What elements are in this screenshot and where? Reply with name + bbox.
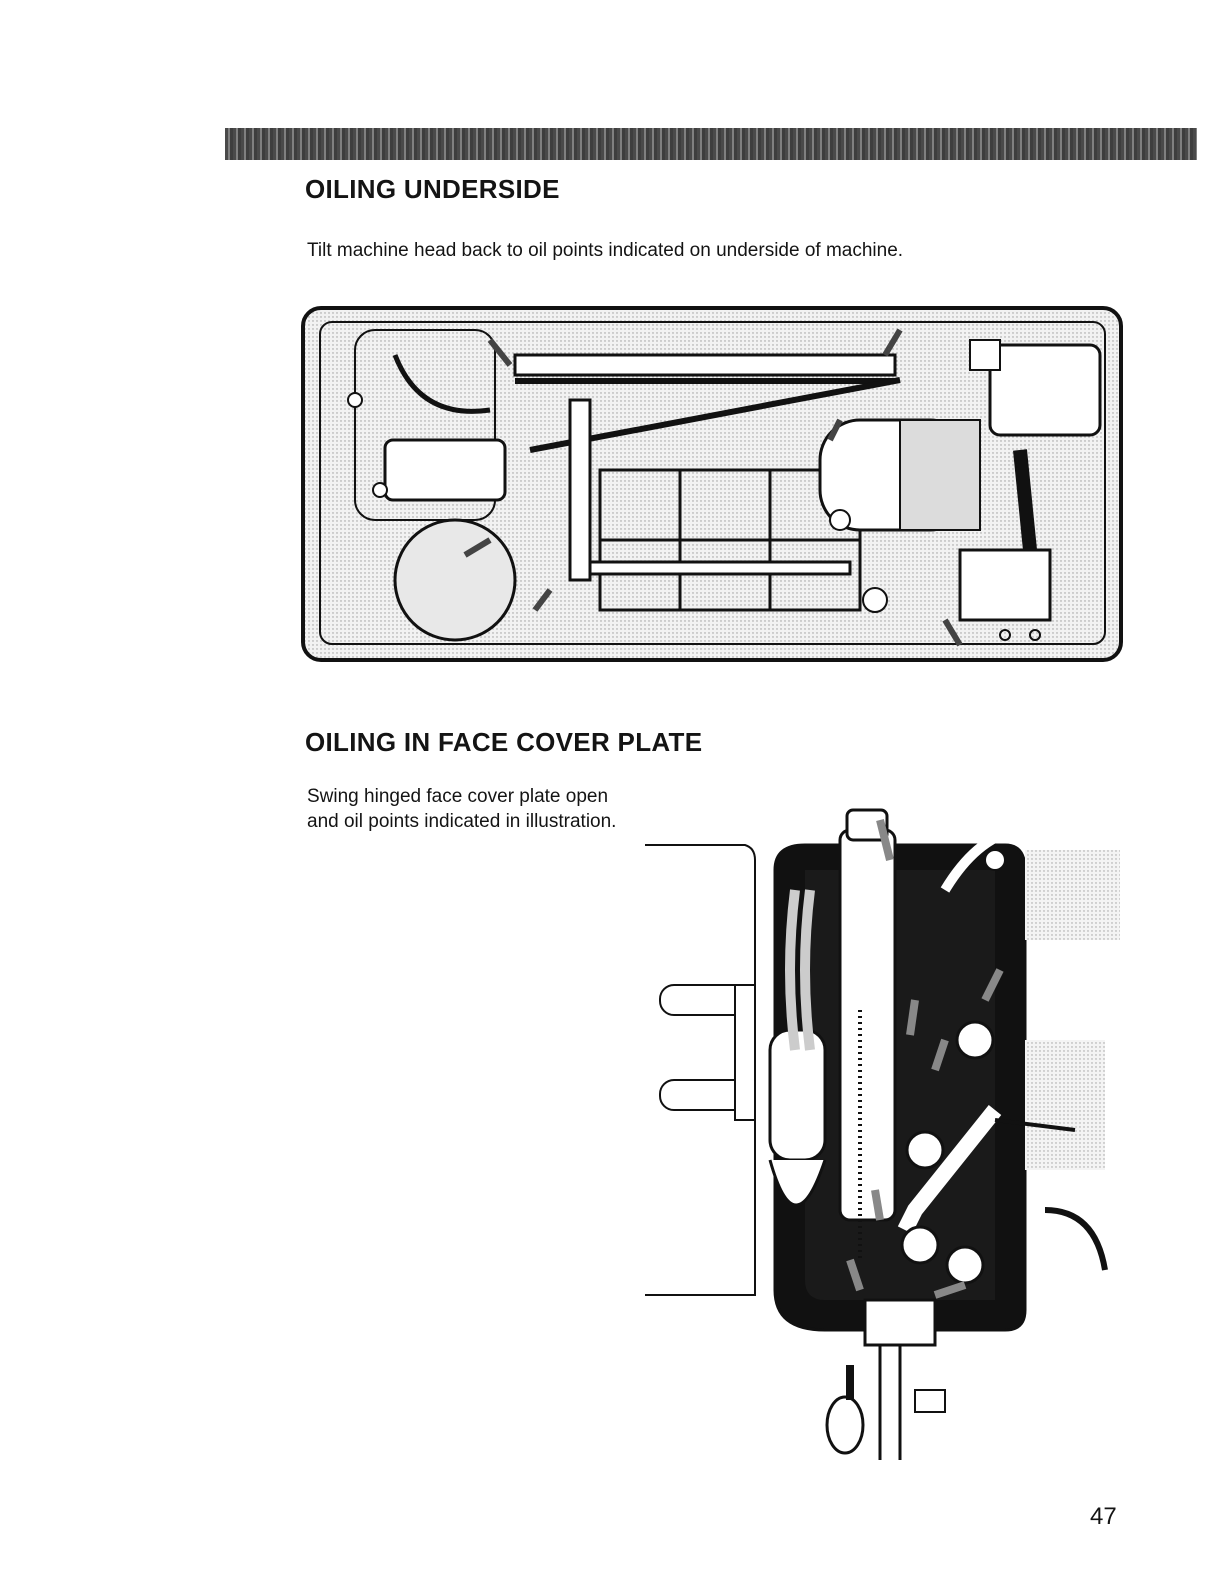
underside-illustration	[300, 300, 1125, 670]
page-number: 47	[1090, 1503, 1117, 1531]
section-text-oiling-underside: Tilt machine head back to oil points ind…	[307, 240, 903, 262]
section-heading-oiling-underside: OILING UNDERSIDE	[305, 174, 560, 205]
face-cover-plate-illustration	[635, 790, 1125, 1470]
header-rule	[225, 128, 1197, 160]
section-heading-oiling-face-cover-plate: OILING IN FACE COVER PLATE	[305, 727, 702, 758]
section-text-oiling-face-cover-plate: Swing hinged face cover plate open and o…	[307, 784, 627, 834]
